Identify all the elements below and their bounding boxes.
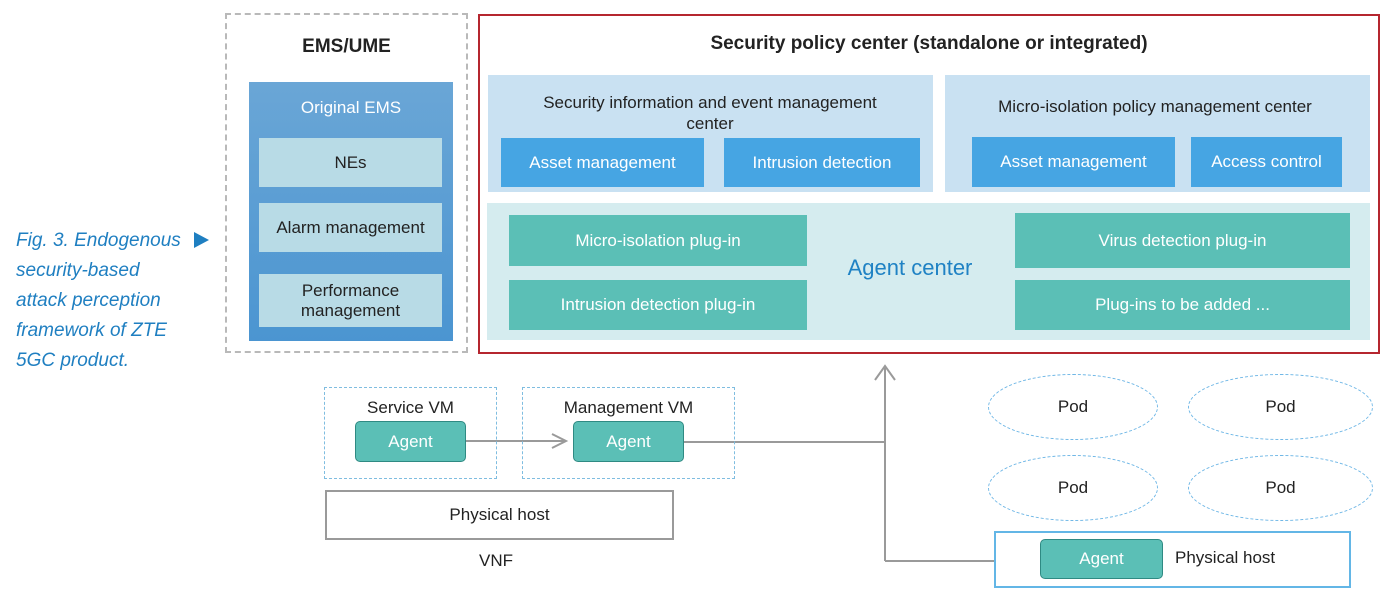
ems-item-alarm-management: Alarm management [259,203,442,252]
ems-item-nes: NEs [259,138,442,187]
physical-host-frame [994,531,1351,588]
pod-node: Pod [988,455,1158,521]
figure-caption: Fig. 3. Endogenous security-based attack… [16,226,216,376]
security-policy-center-title: Security policy center (standalone or in… [710,33,1148,54]
micro-asset-management: Asset management [972,137,1175,187]
physical-host-agent: Agent [1040,539,1163,579]
plugins-to-be-added: Plug-ins to be added ... [1015,280,1350,330]
physical-host-label: Physical host [1175,548,1276,567]
micro-isolation-plugin: Micro-isolation plug-in [509,215,807,266]
vnf-label: VNF [479,551,513,570]
caption-line: Fig. 3. Endogenous [16,230,181,251]
service-vm-label: Service VM [367,398,454,417]
caption-line: framework of ZTE [16,320,167,341]
siem-intrusion-detection: Intrusion detection [724,138,920,187]
management-vm-agent: Agent [573,421,684,462]
caption-line: 5GC product. [16,350,129,371]
caption-pointer-icon [194,232,209,248]
siem-asset-management: Asset management [501,138,704,187]
original-ems-title: Original EMS [300,98,402,117]
service-vm-frame [324,387,497,479]
vnf-physical-host: Physical host [325,490,674,540]
ems-item-performance-management: Performance management [259,274,442,327]
caption-line: attack perception [16,290,161,311]
caption-line: security-based [16,260,140,281]
intrusion-detection-plugin: Intrusion detection plug-in [509,280,807,330]
pod-node: Pod [988,374,1158,440]
management-vm-frame [522,387,735,479]
virus-detection-plugin: Virus detection plug-in [1015,213,1350,268]
agent-center-label: Agent center [847,255,973,280]
security-policy-center-frame [478,14,1380,354]
micro-isolation-center-title: Micro-isolation policy management center [998,97,1312,116]
service-vm-agent: Agent [355,421,466,462]
ems-ume-frame [225,13,468,353]
siem-center-title: Security information and event managemen… [543,93,877,133]
pod-node: Pod [1188,374,1373,440]
micro-access-control: Access control [1191,137,1342,187]
management-vm-label: Management VM [563,398,694,417]
ems-ume-title: EMS/UME [302,36,391,57]
pod-node: Pod [1188,455,1373,521]
